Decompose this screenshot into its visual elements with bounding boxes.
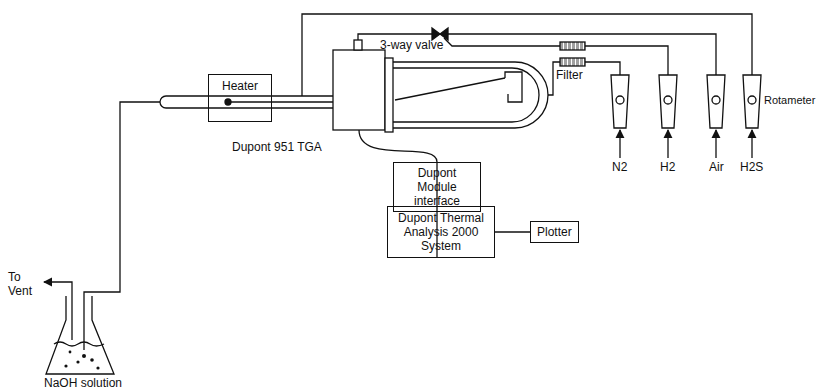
filter-label: Filter — [556, 68, 583, 82]
tga-flange — [385, 58, 393, 132]
naoh-flask — [46, 296, 114, 374]
gas-label: H2 — [660, 160, 675, 174]
liquid-level — [54, 342, 104, 346]
cable-connector — [495, 231, 530, 232]
filter — [560, 42, 585, 50]
filter — [560, 58, 585, 66]
box-label: Dupont Module interface — [400, 166, 474, 208]
rotameters — [611, 75, 761, 158]
plotter-box: Plotter — [530, 221, 579, 243]
gas-label: Air — [709, 160, 724, 174]
rotameter-label: Rotameter — [764, 94, 815, 107]
signal-cable — [359, 130, 437, 162]
gas-bubbles — [64, 351, 99, 370]
vent-label: To Vent — [8, 270, 40, 298]
sample-hook — [505, 72, 522, 102]
solution-label: NaOH solution — [44, 376, 122, 390]
thermocouple — [228, 101, 333, 102]
box-label: Dupont Thermal Analysis 2000 System — [395, 211, 487, 253]
tga-housing — [385, 62, 548, 128]
exit-line — [84, 102, 160, 350]
valve-label: 3-way valve — [380, 38, 443, 52]
interface-box: Dupont Module interface — [393, 162, 481, 212]
reactor-tube — [160, 96, 333, 108]
vent-line — [44, 282, 72, 340]
apparatus-name: Dupont 951 TGA — [232, 140, 322, 154]
heater-box: Heater — [208, 74, 272, 122]
box-label: Heater — [216, 79, 264, 93]
purge-line — [548, 62, 620, 95]
thermocouple-tip — [225, 99, 231, 105]
analysis-system-box: Dupont Thermal Analysis 2000 System — [387, 206, 495, 258]
tga-body — [333, 50, 385, 130]
tga-top-port — [354, 40, 362, 50]
gas-label: N2 — [612, 160, 627, 174]
box-label: Plotter — [537, 225, 572, 239]
gas-label: H2S — [740, 160, 763, 174]
balance-beam — [395, 78, 505, 100]
tga-housing-inner — [393, 68, 539, 122]
